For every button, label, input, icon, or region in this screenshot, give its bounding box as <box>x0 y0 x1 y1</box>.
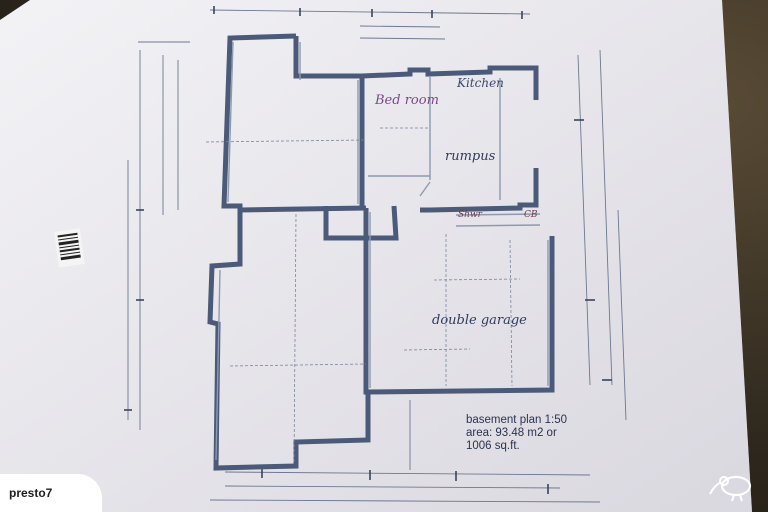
plan-area-metric: area: 93.48 m2 or <box>466 427 557 439</box>
dimension-lines <box>127 9 627 503</box>
room-label-cupboard: CB <box>524 210 538 220</box>
room-label-shower: Shwr <box>458 210 482 220</box>
inner-wall-lines <box>215 41 549 461</box>
room-label-garage: double garage <box>432 313 527 328</box>
dimension-ticks <box>124 6 612 494</box>
brand-name: presto7 <box>9 486 53 500</box>
room-label-rumpus: rumpus <box>445 149 496 164</box>
room-label-kitchen: Kitchen <box>457 76 504 90</box>
room-label-bedroom: Bed room <box>375 93 439 108</box>
guide-lines <box>205 127 521 463</box>
kiwi-bird-icon <box>709 475 752 502</box>
plan-area-imperial: 1006 sq.ft. <box>466 440 520 452</box>
barcode-sticker <box>54 228 85 268</box>
brand-watermark: presto7 <box>0 474 102 512</box>
plan-title: basement plan 1:50 <box>466 414 568 426</box>
plan-title-block: basement plan 1:50 area: 93.48 m2 or 100… <box>466 414 586 453</box>
